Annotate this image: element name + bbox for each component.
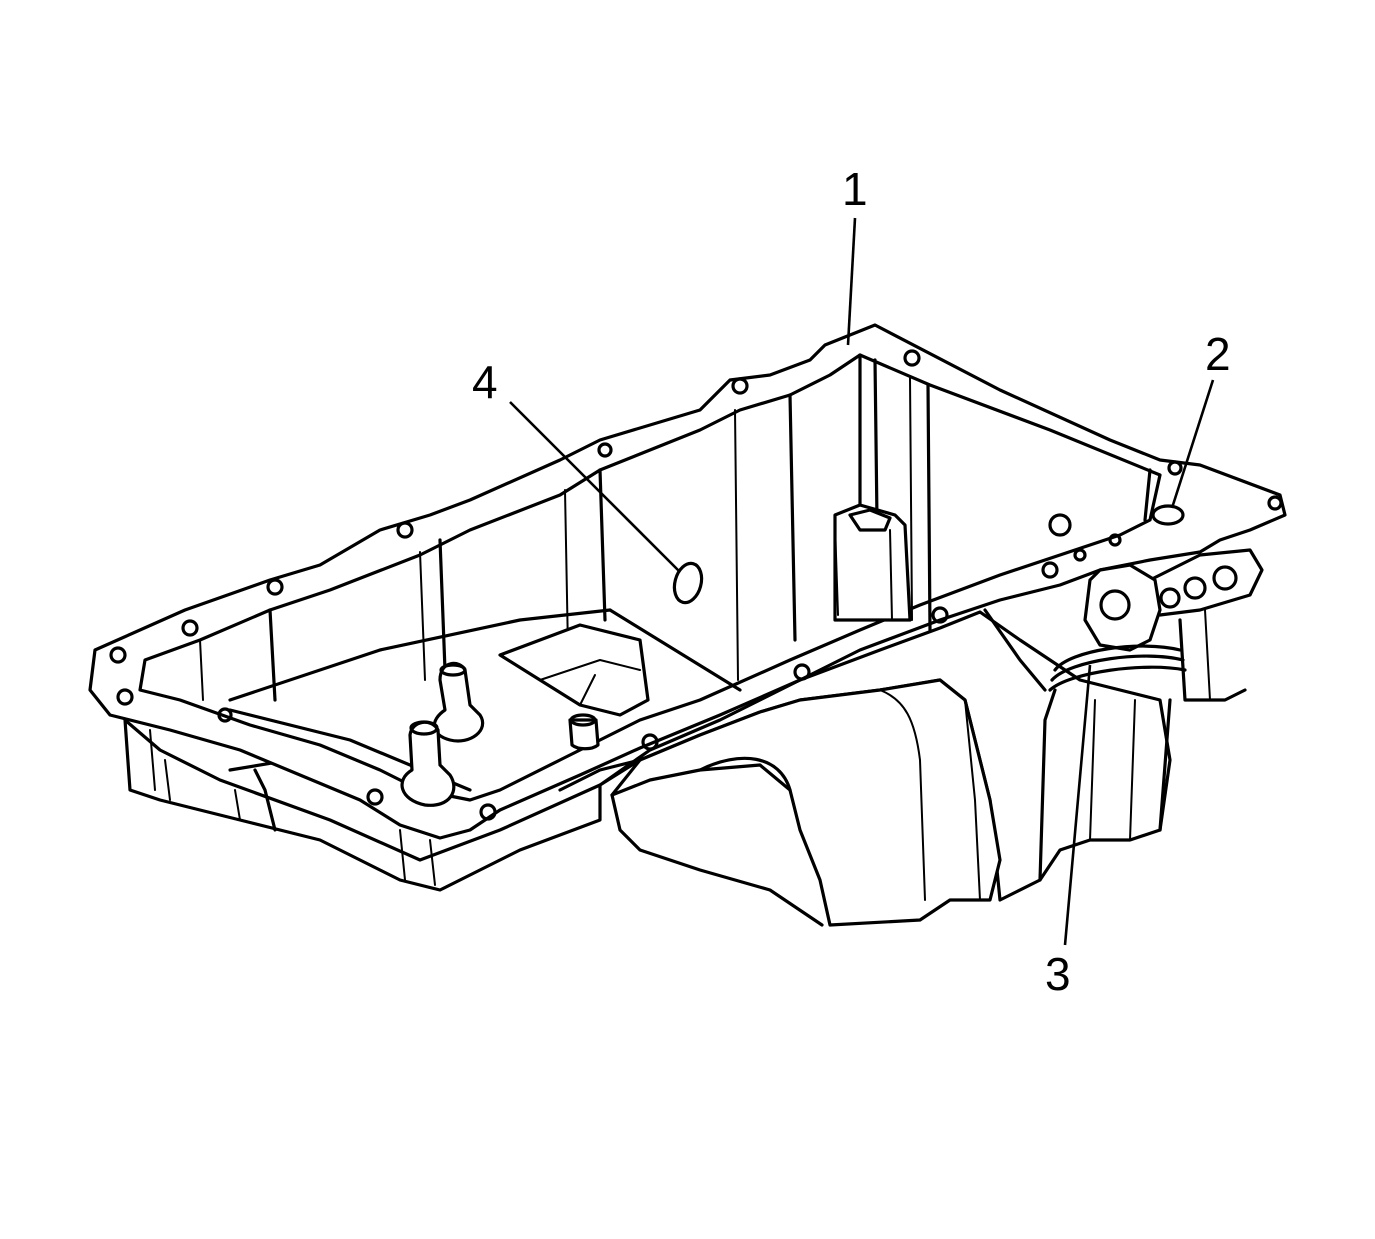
o-ring-seal: [1048, 644, 1187, 692]
callout-label-2: 2: [1205, 328, 1231, 380]
studs: [400, 661, 600, 807]
hole-4: [672, 561, 704, 605]
flange-bolt-holes: [109, 349, 1283, 821]
leader-3: [1063, 664, 1092, 946]
leader-1: [846, 217, 857, 346]
callout-label-3: 3: [1045, 948, 1071, 1000]
leader-4: [509, 401, 681, 573]
leader-2: [1170, 379, 1215, 509]
callout-label-4: 4: [472, 356, 498, 408]
callout-leaders: [509, 217, 1215, 946]
hole-2: [1151, 504, 1185, 526]
sump-body: [598, 608, 1172, 927]
baffle-block: [498, 623, 650, 717]
center-boss: [833, 503, 912, 622]
filter-adapter: [1048, 513, 1264, 702]
callout-label-1: 1: [842, 163, 868, 215]
